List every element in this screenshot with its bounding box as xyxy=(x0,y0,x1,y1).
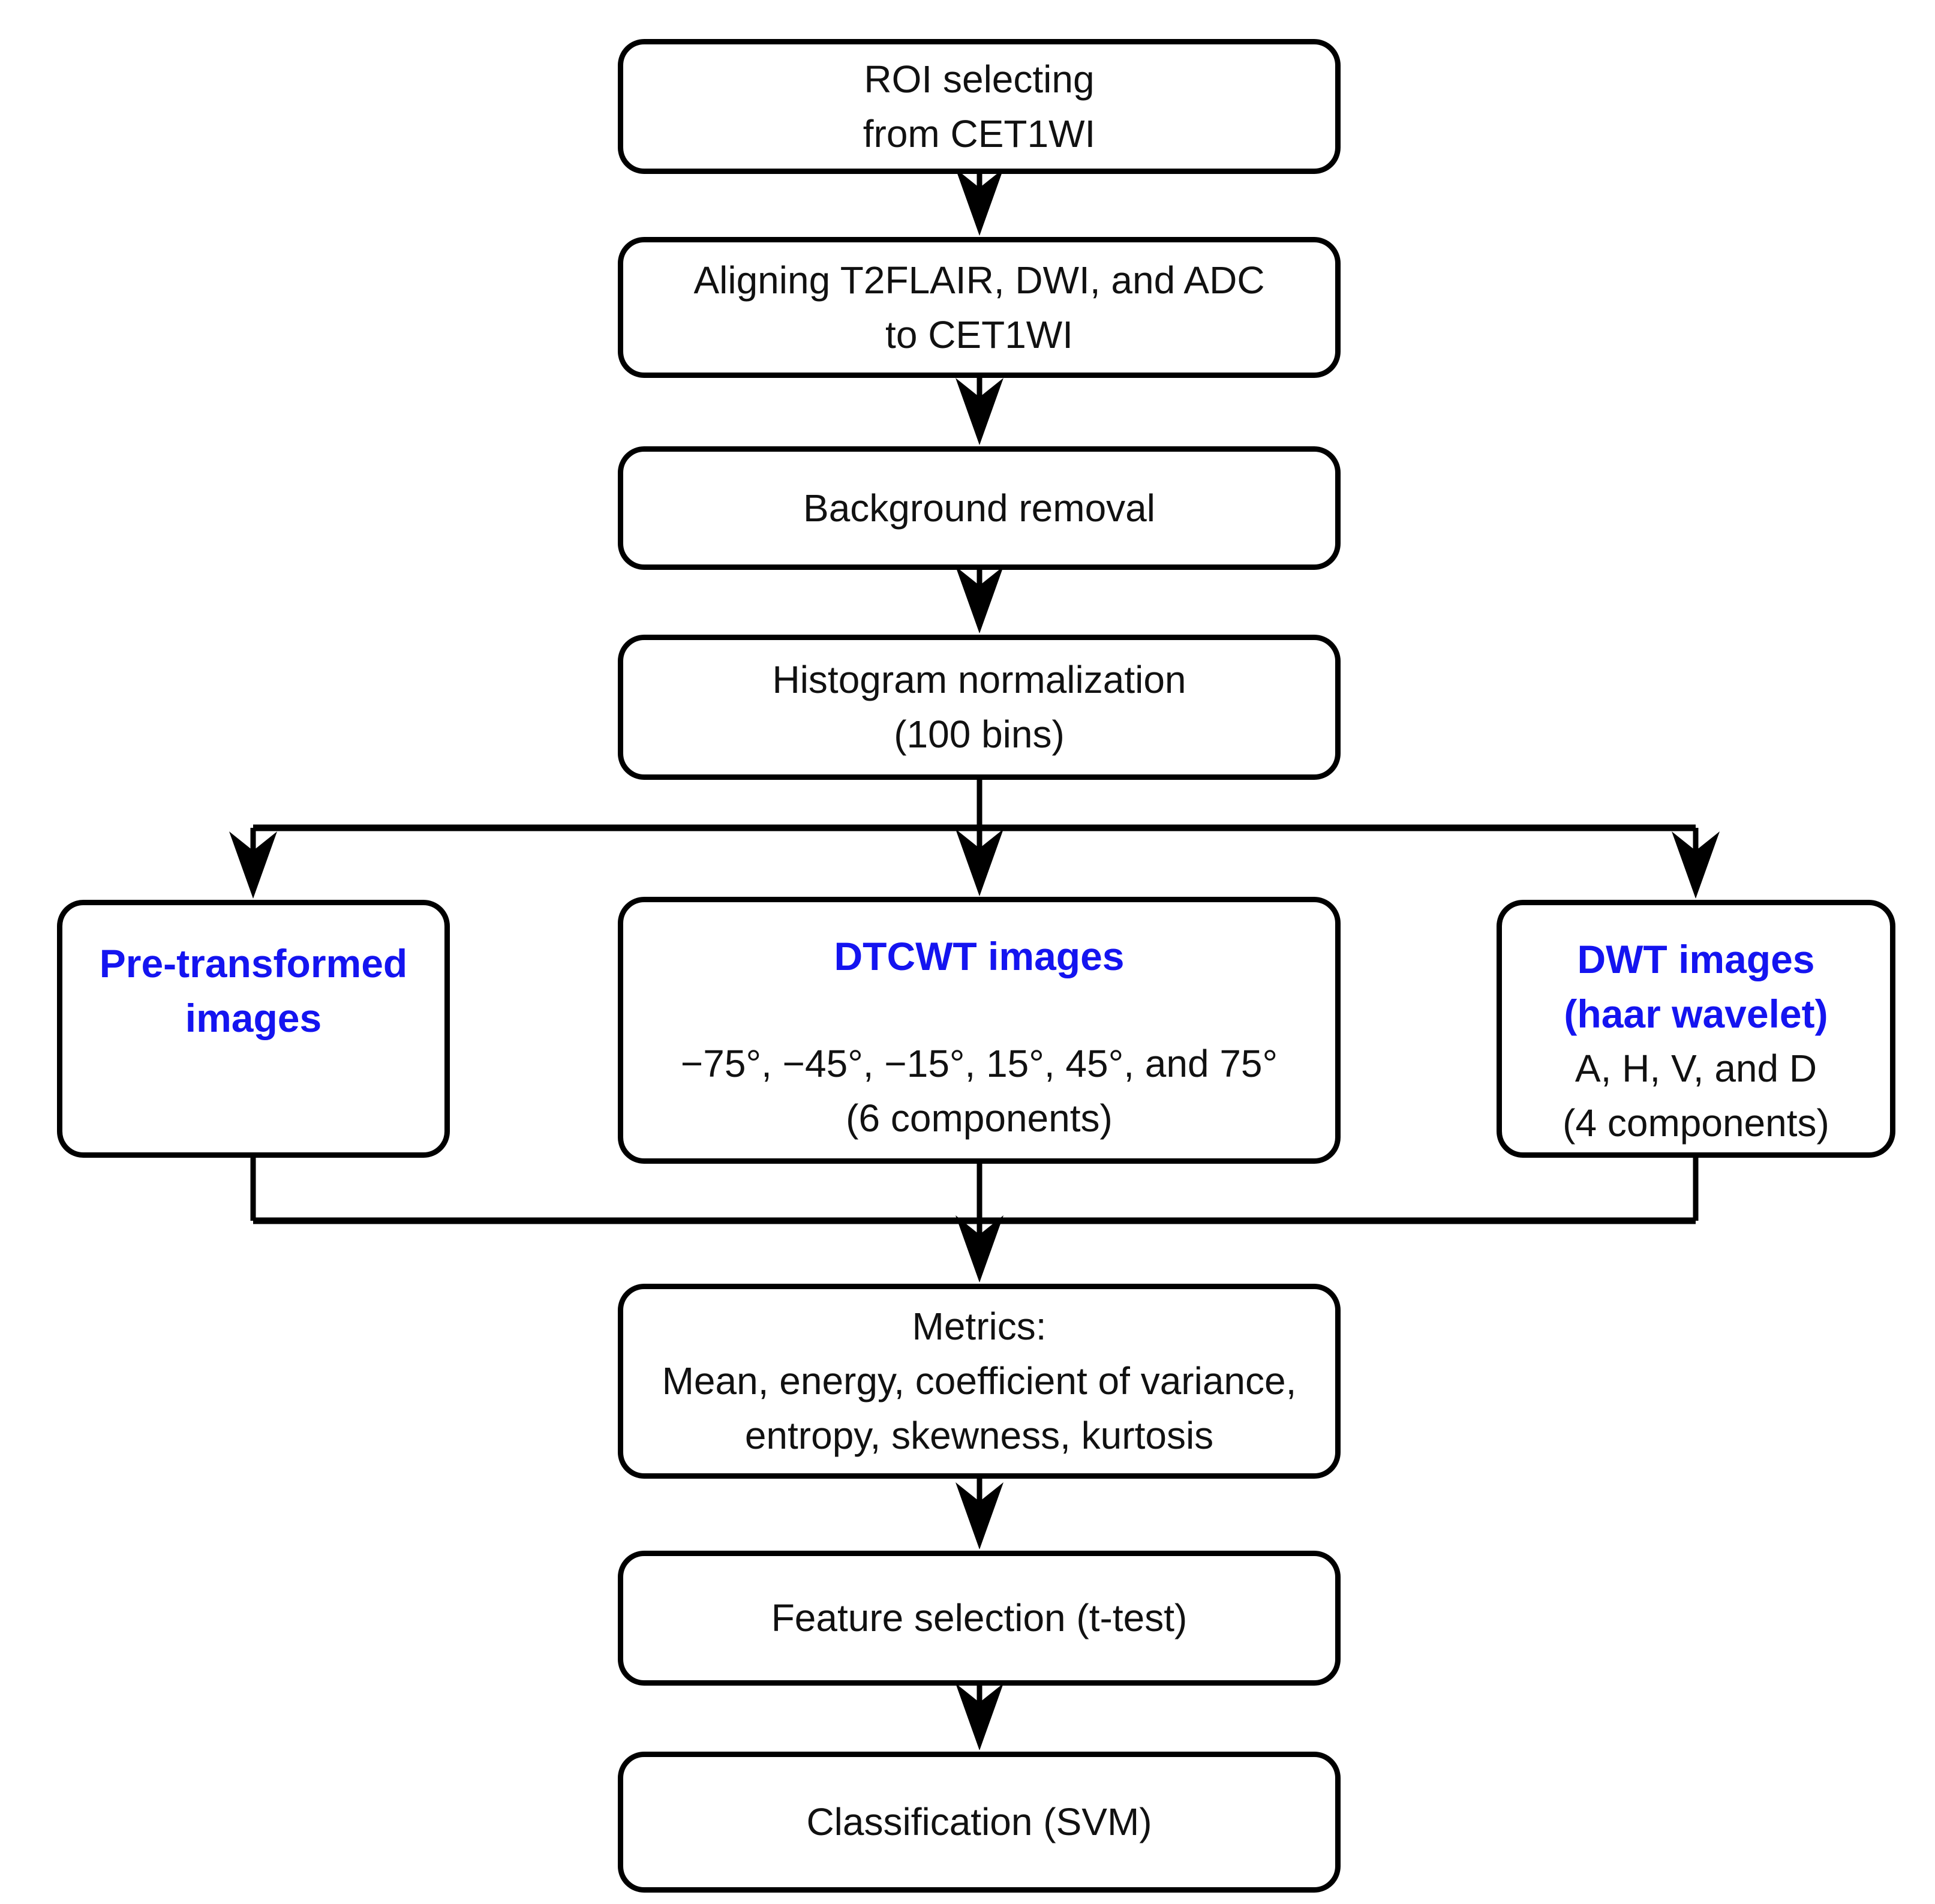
node-dtcwt-components: −75°, −45°, −15°, 15°, 45°, and 75° (6 c… xyxy=(680,1042,1278,1140)
arrow-metrics-to-feature xyxy=(956,1479,1003,1549)
node-roi-selecting-label: ROI selecting from CET1WI xyxy=(863,57,1096,155)
arrow-feature-to-classification xyxy=(956,1683,1003,1750)
node-background-removal: Background removal xyxy=(618,446,1341,570)
node-classification: Classification (SVM) xyxy=(618,1752,1341,1893)
node-dwt-images: DWT images (haar wavelet) A, H, V, and D… xyxy=(1497,900,1895,1158)
branch-split-connector xyxy=(229,780,1720,899)
node-dwt-components: A, H, V, and D (4 components) xyxy=(1563,1047,1829,1145)
node-aligning: Aligning T2FLAIR, DWI, and ADC to CET1WI xyxy=(618,237,1341,378)
node-metrics: Metrics: Mean, energy, coefficient of va… xyxy=(618,1284,1341,1479)
node-pre-transformed-title: Pre-transformed images xyxy=(99,941,408,1041)
node-feature-selection-label: Feature selection (t-test) xyxy=(771,1596,1188,1640)
node-pre-transformed-images: Pre-transformed images xyxy=(57,900,450,1158)
branch-merge-connector xyxy=(250,1158,1699,1283)
arrow-aligning-to-background xyxy=(956,378,1003,445)
node-histogram-normalization-label: Histogram normalization (100 bins) xyxy=(772,658,1186,756)
node-histogram-normalization: Histogram normalization (100 bins) xyxy=(618,635,1341,780)
node-feature-selection: Feature selection (t-test) xyxy=(618,1551,1341,1686)
node-metrics-label: Metrics: Mean, energy, coefficient of va… xyxy=(662,1305,1297,1457)
node-dwt-title: DWT images (haar wavelet) xyxy=(1564,937,1828,1037)
node-dtcwt-title: DTCWT images xyxy=(834,934,1125,978)
node-dtcwt-images: DTCWT images −75°, −45°, −15°, 15°, 45°,… xyxy=(618,897,1341,1164)
arrow-roi-to-aligning xyxy=(956,169,1003,236)
node-roi-selecting: ROI selecting from CET1WI xyxy=(618,39,1341,174)
node-background-removal-label: Background removal xyxy=(803,486,1155,530)
node-aligning-label: Aligning T2FLAIR, DWI, and ADC to CET1WI xyxy=(693,258,1265,356)
arrow-background-to-histogram xyxy=(956,566,1003,633)
node-classification-label: Classification (SVM) xyxy=(806,1800,1152,1844)
